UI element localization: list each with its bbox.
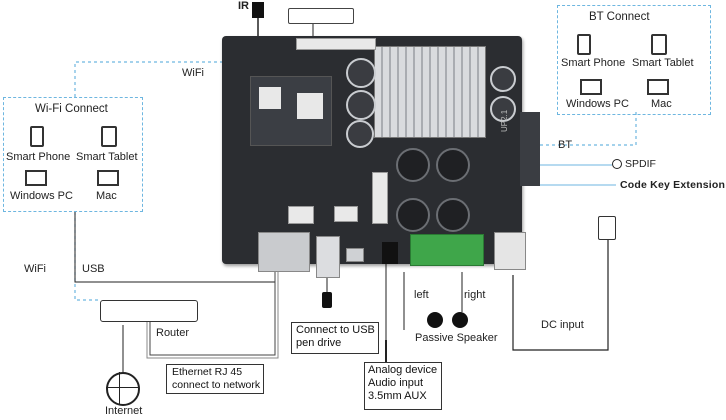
inductor (396, 198, 430, 232)
speaker-icon-left (427, 312, 443, 328)
smartphone-icon (30, 126, 44, 147)
ir-receiver (252, 2, 264, 18)
bt-link (520, 112, 637, 146)
spdif-icon (612, 159, 622, 169)
usb-port (316, 236, 340, 278)
usb-label: USB (82, 263, 105, 275)
wifi-device-smartphone: Smart Phone (6, 151, 71, 163)
tablet-icon (651, 34, 667, 55)
code-key-label: Code Key Extension (620, 179, 726, 191)
wifi-connect-title: Wi-Fi Connect (35, 103, 108, 115)
dc-input-label: DC input (541, 319, 584, 331)
bt-label: BT (558, 139, 573, 151)
board-silkscreen: UP2.1 (500, 109, 509, 132)
ir-label: IR (238, 0, 249, 12)
speaker-icon-right (452, 312, 468, 328)
router-label: Router (156, 327, 190, 339)
capacitor (490, 96, 516, 122)
analog-label: Analog device Audio input 3.5mm AUX (368, 364, 438, 402)
qr-code-1 (259, 87, 281, 109)
smartphone-icon (577, 34, 591, 55)
analog-box (364, 362, 442, 410)
bt-connect-title: BT Connect (589, 11, 650, 23)
wifi-module (250, 76, 332, 146)
wifi-device-tablet: Smart Tablet (76, 151, 138, 163)
usb-drive-label: Connect to USB pen drive (296, 324, 375, 349)
power-plug-icon (598, 216, 616, 240)
bt-device-mac: Mac (651, 98, 672, 110)
left-label: left (414, 289, 429, 301)
monitor-icon (647, 79, 669, 95)
top-connector (288, 8, 354, 24)
dc-line (512, 232, 609, 351)
usb-drive-icon (322, 292, 332, 308)
wifi-device-windows-pc: Windows PC (10, 190, 73, 202)
bt-device-tablet: Smart Tablet (632, 57, 694, 69)
capacitor (346, 90, 376, 120)
speaker-terminal (410, 234, 484, 266)
aux-jack (382, 242, 398, 264)
wifi-connect-box (3, 97, 143, 212)
tablet-icon (101, 126, 117, 147)
bt-device-windows-pc: Windows PC (566, 98, 629, 110)
ethernet-line (149, 262, 276, 356)
wifi-left-label: WiFi (24, 263, 46, 275)
qr-code-2 (297, 93, 323, 119)
code-key-box (617, 177, 723, 193)
amplifier-board: UP2.1 (222, 36, 526, 278)
monitor-icon (97, 170, 119, 186)
router-icon (100, 300, 198, 322)
capacitor (346, 58, 376, 88)
monitor-icon (580, 79, 602, 95)
wifi-device-mac: Mac (96, 190, 117, 202)
spdif-label: SPDIF (625, 158, 656, 170)
bt-device-smartphone: Smart Phone (561, 57, 626, 69)
inductor (396, 148, 430, 182)
usb-drive-box (291, 322, 379, 354)
inductor (436, 198, 470, 232)
dc-jack (494, 232, 526, 270)
globe-icon (106, 372, 140, 406)
right-label: right (464, 289, 486, 301)
wifi-link-router (74, 212, 100, 301)
capacitor (346, 120, 374, 148)
ethernet-box (166, 364, 264, 394)
wifi-top-label: WiFi (182, 67, 204, 79)
ethernet-port (258, 232, 310, 272)
internet-label: Internet (105, 405, 143, 417)
passive-speaker-label: Passive Speaker (415, 332, 498, 344)
monitor-icon (25, 170, 47, 186)
dc-input-box (530, 314, 596, 336)
inductor (436, 148, 470, 182)
capacitor (490, 66, 516, 92)
wifi-link-top (74, 61, 225, 97)
bt-connect-box (557, 5, 711, 115)
ethernet-label: Ethernet RJ 45 connect to network (172, 366, 261, 391)
heatsink (374, 46, 486, 138)
